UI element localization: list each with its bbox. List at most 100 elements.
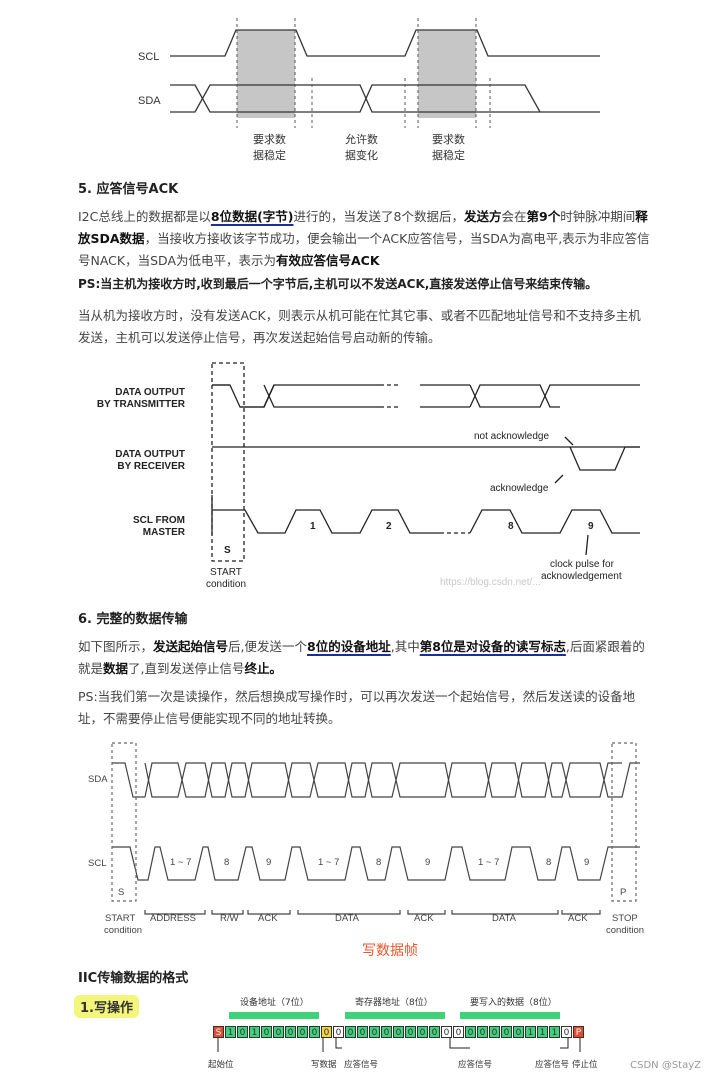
- bit-cell: 0: [489, 1026, 500, 1038]
- bit-cell: 0: [453, 1026, 464, 1038]
- text: 进行的，当发送了8个数据后，: [293, 209, 464, 224]
- pulse-9: 9: [588, 521, 594, 532]
- text: 会在: [501, 209, 527, 224]
- bit-range-label: 1 ~ 7: [318, 857, 339, 868]
- text: 了,直到发送停止信号: [128, 661, 245, 676]
- label-ack-2: 应答信号: [458, 1060, 493, 1070]
- start-condition-label: condition: [104, 925, 142, 936]
- text: 时钟脉冲期间: [560, 209, 636, 224]
- bit-cell: 0: [357, 1026, 368, 1038]
- bit-cell: 0: [273, 1026, 284, 1038]
- bit-label: 8: [376, 857, 381, 868]
- bit-range-label: 1 ~ 7: [170, 857, 191, 868]
- bit-cell: 0: [309, 1026, 320, 1038]
- emphasis: 8位的设备地址: [307, 639, 391, 654]
- text: I2C总线上的数据都是以: [78, 209, 211, 224]
- register-address-bar: [345, 1012, 445, 1019]
- section-5-heading: 5. 应答信号ACK: [78, 182, 179, 197]
- clock-label-2: acknowledgement: [541, 571, 622, 582]
- sda-label: SDA: [88, 774, 108, 785]
- stable-label-1a: 要求数: [253, 133, 286, 146]
- bit-cell: P: [573, 1026, 584, 1038]
- bit-cell: 0: [333, 1026, 344, 1038]
- field-register-address: 寄存器地址（8位）: [355, 998, 433, 1008]
- emphasis: 发送方: [463, 209, 502, 224]
- rx-label-2: BY RECEIVER: [117, 461, 185, 472]
- bit-cell: 0: [297, 1026, 308, 1038]
- s-label: S: [118, 887, 124, 898]
- bit-cell: 0: [465, 1026, 476, 1038]
- emphasis: 数据: [103, 661, 129, 676]
- start-label: START: [105, 913, 135, 924]
- stable-label-2b: 据稳定: [432, 148, 465, 162]
- field-write-data: 要写入的数据（8位）: [470, 998, 557, 1008]
- bit-cell: 0: [237, 1026, 248, 1038]
- rw-label: R/W: [220, 913, 239, 924]
- label-ack-1: 应答信号: [344, 1060, 379, 1070]
- start-label-2: condition: [206, 579, 246, 590]
- start-s: S: [224, 545, 231, 556]
- write-frame-figure: SDA SCL S P 1 ~ 7 8 9 1 ~ 7 8 9 1 ~ 7 8 …: [88, 742, 644, 958]
- ack-label: ACK: [414, 913, 434, 924]
- bit-cell: 0: [501, 1026, 512, 1038]
- label-stop-bit: 停止位: [572, 1060, 598, 1070]
- write-operation-label: 1.写操作: [74, 995, 139, 1018]
- pulse-2: 2: [386, 521, 392, 532]
- emphasis: 释放SDA数据: [78, 209, 648, 246]
- emphasis: 第9个: [526, 209, 561, 224]
- scl-label: SCL: [138, 51, 159, 63]
- bit-cell: 0: [393, 1026, 404, 1038]
- emphasis: 第8位是对设备的读写标志: [419, 639, 566, 654]
- text: ,其中: [390, 639, 420, 654]
- bit-label: 9: [266, 857, 271, 868]
- bit-label: 9: [584, 857, 589, 868]
- text: ,后面紧跟着的就是: [78, 639, 645, 676]
- bit-cell: 0: [429, 1026, 440, 1038]
- section-5-ps: PS:当主机为接收方时,收到最后一个字节后,主机可以不发送ACK,直接发送停止信…: [78, 277, 598, 291]
- emphasis: 8位数据(字节): [210, 209, 294, 224]
- bit-arrows: [217, 1038, 581, 1052]
- pulse-1: 1: [310, 521, 316, 532]
- stable-label-2a: 要求数: [432, 133, 465, 146]
- data-label: DATA: [335, 913, 360, 924]
- label-write-bit: 写数据: [311, 1060, 337, 1070]
- emphasis: 有效应答信号ACK: [276, 253, 380, 268]
- section-5-paragraph-2: 当从机为接收方时，没有发送ACK，则表示从机可能在忙其它事、或者不匹配地址信号和…: [78, 308, 641, 345]
- change-label-a: 允许数: [345, 132, 378, 146]
- bit-label: 9: [425, 857, 430, 868]
- watermark: https://blog.csdn.net/...: [440, 577, 541, 588]
- bit-cell: S: [213, 1026, 224, 1038]
- clock-label-1: clock pulse for: [550, 559, 615, 570]
- not-ack-label: not acknowledge: [474, 431, 549, 442]
- iic-heading: IIC传输数据的格式: [78, 971, 189, 986]
- data-label: DATA: [492, 913, 517, 924]
- bit-cell: 0: [417, 1026, 428, 1038]
- bit-cell: 0: [321, 1026, 332, 1038]
- ack-label: acknowledge: [490, 483, 549, 494]
- scl-master-label-1: SCL FROM: [133, 515, 185, 526]
- tx-label-2: BY TRANSMITTER: [97, 399, 186, 410]
- stable-label-1b: 据稳定: [253, 148, 286, 162]
- field-device-address: 设备地址（7位）: [240, 998, 309, 1008]
- bit-cell: 0: [345, 1026, 356, 1038]
- footer-credit: CSDN @StayZ: [630, 1060, 701, 1071]
- bit-cell: 0: [285, 1026, 296, 1038]
- scl-master-label-2: MASTER: [143, 527, 186, 538]
- text: 后,便发送一个: [228, 639, 308, 654]
- section-6-heading: 6. 完整的数据传输: [78, 612, 188, 627]
- scl-sda-timing-figure: SCL SDA 要求数 据稳定 允许数 据变化 要求数 据稳定: [138, 18, 600, 162]
- bit-cell: 1: [249, 1026, 260, 1038]
- section-5-paragraph: I2C总线上的数据都是以8位数据(字节)进行的，当发送了8个数据后，发送方会在第…: [78, 206, 653, 272]
- bit-range-label: 1 ~ 7: [478, 857, 499, 868]
- label-start-bit: 起始位: [208, 1060, 234, 1070]
- emphasis: 终止。: [244, 661, 283, 676]
- sda-label: SDA: [138, 95, 161, 107]
- bit-cell: 0: [405, 1026, 416, 1038]
- stop-label: STOP: [612, 913, 638, 924]
- address-label: ADDRESS: [150, 913, 196, 924]
- bit-cell: 0: [513, 1026, 524, 1038]
- bit-cell: 0: [381, 1026, 392, 1038]
- label-ack-3: 应答信号: [535, 1060, 570, 1070]
- bit-cell: 0: [441, 1026, 452, 1038]
- ack-timing-figure: DATA OUTPUT BY TRANSMITTER DATA OUTPUT B…: [97, 362, 640, 590]
